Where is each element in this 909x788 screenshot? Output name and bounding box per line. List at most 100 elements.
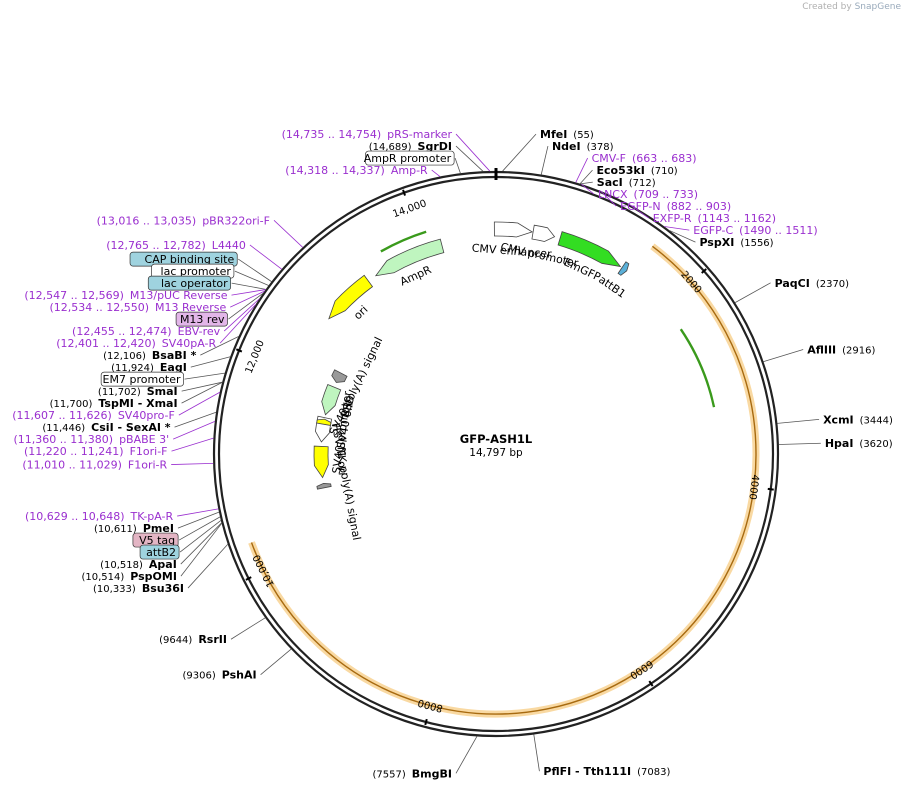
- site-label-enzyme: XcmI(3444): [823, 413, 893, 426]
- site-leader: [184, 372, 225, 380]
- site-label-primer: (12,455 .. 12,474)EBV-rev: [72, 325, 221, 338]
- feature-box-label: lac promoter: [161, 265, 232, 278]
- feature-box: [139, 544, 180, 560]
- site-name: Amp-R: [391, 164, 428, 177]
- site-leader: [219, 304, 257, 344]
- site-leader: [178, 516, 221, 541]
- site-leader: [171, 462, 214, 465]
- site-leader: [778, 442, 821, 445]
- scale-tick-label: 12,000: [244, 339, 267, 376]
- site-text: (11,010 .. 11,029)F1ori-R: [22, 459, 167, 472]
- site-label-primer: LNCX(709 .. 733): [598, 188, 698, 201]
- site-position: (11,700): [50, 399, 93, 410]
- site-name: BmgBI: [412, 767, 452, 780]
- site-text: (11,700)TspMI - XmaI: [50, 397, 178, 410]
- site-name: CMV-F: [592, 152, 626, 165]
- site-leader: [249, 244, 282, 270]
- site-name: BsaBI *: [152, 349, 197, 362]
- site-leader: [763, 349, 804, 362]
- site-label-enzyme: (7557) BmgBI: [373, 767, 452, 780]
- site-text: (14,318 .. 14,337)Amp-R: [285, 164, 428, 177]
- snapgene-logo: SnapGene: [854, 2, 901, 12]
- site-label-enzyme: (9644)RsrII: [159, 633, 227, 646]
- site-position: (9644): [159, 635, 192, 646]
- site-label-featbox: M13 rev: [175, 311, 228, 327]
- site-text: (12,547 .. 12,569)M13/pUC Reverse: [24, 289, 227, 302]
- site-position: (10,629 .. 10,648): [25, 510, 125, 523]
- site-leader: [190, 356, 231, 368]
- orf-arc: [250, 245, 757, 715]
- feature-arrow: [374, 238, 445, 277]
- site-text: (11,702)SmaI: [98, 385, 178, 398]
- site-label-featbox: lac operator: [147, 275, 232, 291]
- feature-box-label: AmpR promoter: [364, 152, 452, 165]
- site-label-featbox: CAP binding site: [129, 251, 238, 267]
- site-leader: [187, 544, 229, 589]
- site-name: M13/pUC Reverse: [130, 289, 228, 302]
- site-name: PspOMI: [130, 570, 177, 583]
- feature-arrow: [493, 221, 534, 238]
- site-label-primer: (12,401 .. 12,420) SV40pA-R: [56, 337, 216, 350]
- site-text: EXFP-R(1143 .. 1162): [653, 212, 776, 225]
- site-text: MfeI(55): [540, 128, 594, 141]
- site-name: SacI: [597, 176, 623, 189]
- site-position: (663 .. 683): [632, 152, 697, 165]
- site-name: F1ori-F: [130, 445, 168, 458]
- site-position: (12,401 .. 12,420): [56, 337, 156, 350]
- site-leader: [575, 157, 588, 183]
- site-position: (712): [629, 178, 656, 189]
- site-name: PspXI: [699, 236, 734, 249]
- site-label-enzyme: (11,446)CsiI - SexAI *: [42, 421, 170, 434]
- site-label-primer: (12,547 .. 12,569)M13/pUC Reverse: [24, 289, 227, 302]
- scale-tick: [648, 680, 654, 687]
- feature-box-label: lac operator: [161, 277, 228, 290]
- site-position: (882 .. 903): [667, 200, 732, 213]
- site-leader: [231, 282, 266, 290]
- site-leader: [431, 169, 441, 177]
- site-position: (55): [573, 130, 594, 141]
- site-text: EGFP-C(1490 .. 1511): [693, 224, 817, 237]
- site-position: (13,016 .. 13,035): [97, 214, 197, 227]
- site-position: (378): [587, 142, 614, 153]
- site-text: SacI (712): [597, 176, 656, 189]
- site-layer: MfeI(55)NdeI(378)CMV-F(663 .. 683)Eco53k…: [12, 128, 893, 780]
- scale-tick-label: 4000: [746, 474, 760, 501]
- site-position: (12,765 .. 12,782): [106, 239, 206, 252]
- site-label-enzyme: (11,702)SmaI: [98, 385, 178, 398]
- site-leader: [179, 520, 222, 553]
- site-leader: [734, 282, 771, 303]
- site-position: (10,611): [94, 524, 137, 535]
- site-position: (10,514): [81, 572, 124, 583]
- site-text: PflFI - Tth111I(7083): [543, 765, 670, 778]
- site-text: (9306)PshAI: [182, 669, 256, 682]
- feature-label: attB1: [596, 273, 628, 301]
- site-label-primer: (13,016 .. 13,035)pBR322ori-F: [97, 214, 270, 227]
- site-leader: [579, 169, 593, 185]
- site-name: SV40pA-R: [162, 337, 217, 350]
- site-label-enzyme: (12,106)BsaBI *: [103, 349, 196, 362]
- site-name: PaqCI: [775, 277, 810, 290]
- credit-prefix: Created by: [802, 2, 852, 12]
- plasmid-name: GFP-ASH1L: [460, 432, 533, 446]
- site-name: EXFP-R: [653, 212, 692, 225]
- site-text: (12,765 .. 12,782)L4440: [106, 239, 246, 252]
- site-label-primer: (11,607 .. 11,626)SV40pro-F: [12, 409, 175, 422]
- site-position: (12,455 .. 12,474): [72, 325, 172, 338]
- site-name: EagI: [160, 361, 187, 374]
- plasmid-length: 14,797 bp: [469, 447, 523, 459]
- site-position: (1490 .. 1511): [739, 224, 818, 237]
- site-name: PshAI: [222, 669, 257, 682]
- site-label-primer: EGFP-N(882 .. 903): [620, 200, 731, 213]
- feature-arrow: [316, 418, 332, 426]
- site-position: (12,534 .. 12,550): [49, 301, 149, 314]
- site-text: (10,518)ApaI: [100, 558, 177, 571]
- feature-box-label: V5 tag: [139, 534, 175, 547]
- site-position: (7557): [373, 769, 406, 780]
- site-leader: [455, 736, 478, 774]
- site-position: (14,735 .. 14,754): [282, 128, 382, 141]
- site-label-enzyme: HpaI(3620): [825, 437, 893, 450]
- feature-label: CMV enhancer: [471, 242, 552, 261]
- site-label-enzyme: MfeI(55): [540, 128, 594, 141]
